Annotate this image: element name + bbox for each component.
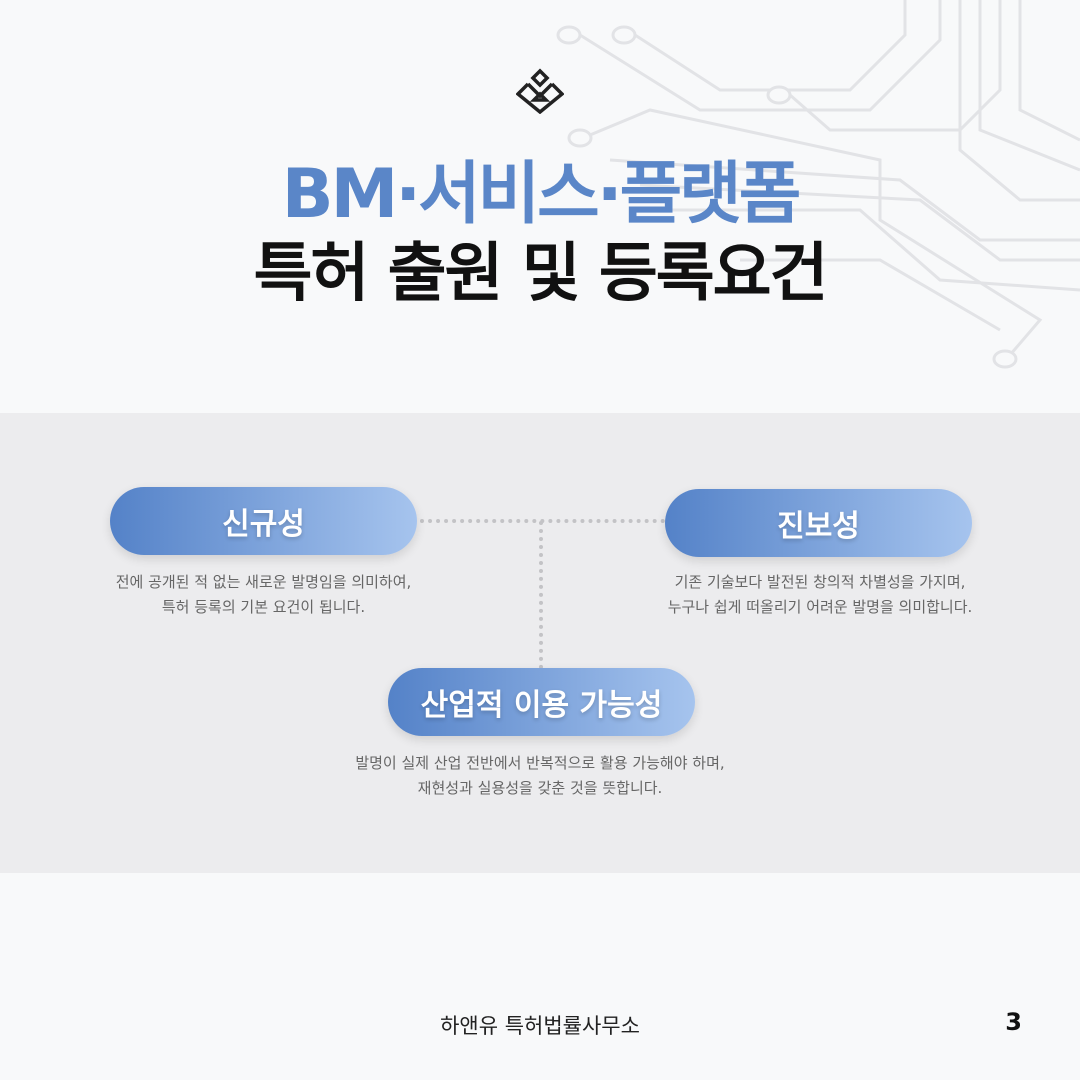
- firm-name: 하앤유 특허법률사무소: [440, 1014, 640, 1038]
- desc-line: 기존 기술보다 발전된 창의적 차별성을 가지며,: [674, 573, 966, 591]
- desc-line: 특허 등록의 기본 요건이 됩니다.: [161, 598, 366, 616]
- connector-vertical: [539, 521, 543, 669]
- desc-line: 전에 공개된 적 없는 새로운 발명임을 의미하여,: [115, 573, 412, 591]
- title-line-2: 특허 출원 및 등록요건: [253, 237, 829, 311]
- requirement-novelty-desc: 전에 공개된 적 없는 새로운 발명임을 의미하여, 특허 등록의 기본 요건이…: [80, 570, 447, 620]
- page-number: 3: [1005, 1008, 1022, 1036]
- firm-logo-icon: [516, 68, 564, 114]
- circuit-decoration: [556, 0, 1080, 369]
- desc-line: 재현성과 실용성을 갖춘 것을 뜻합니다.: [417, 779, 663, 797]
- requirement-inventive-step-desc: 기존 기술보다 발전된 창의적 차별성을 가지며, 누구나 쉽게 떠올리기 어려…: [620, 570, 1020, 620]
- requirement-inventive-step-pill: 진보성: [665, 489, 972, 557]
- title-line-1: BM·서비스·플랫폼: [281, 155, 802, 234]
- requirement-novelty-pill: 신규성: [110, 487, 417, 555]
- desc-line: 발명이 실제 산업 전반에서 반복적으로 활용 가능해야 하며,: [355, 754, 725, 772]
- desc-line: 누구나 쉽게 떠올리기 어려운 발명을 의미합니다.: [667, 598, 973, 616]
- requirement-industrial-applicability-desc: 발명이 실제 산업 전반에서 반복적으로 활용 가능해야 하며, 재현성과 실용…: [300, 751, 780, 801]
- requirement-industrial-applicability-pill: 산업적 이용 가능성: [388, 668, 695, 736]
